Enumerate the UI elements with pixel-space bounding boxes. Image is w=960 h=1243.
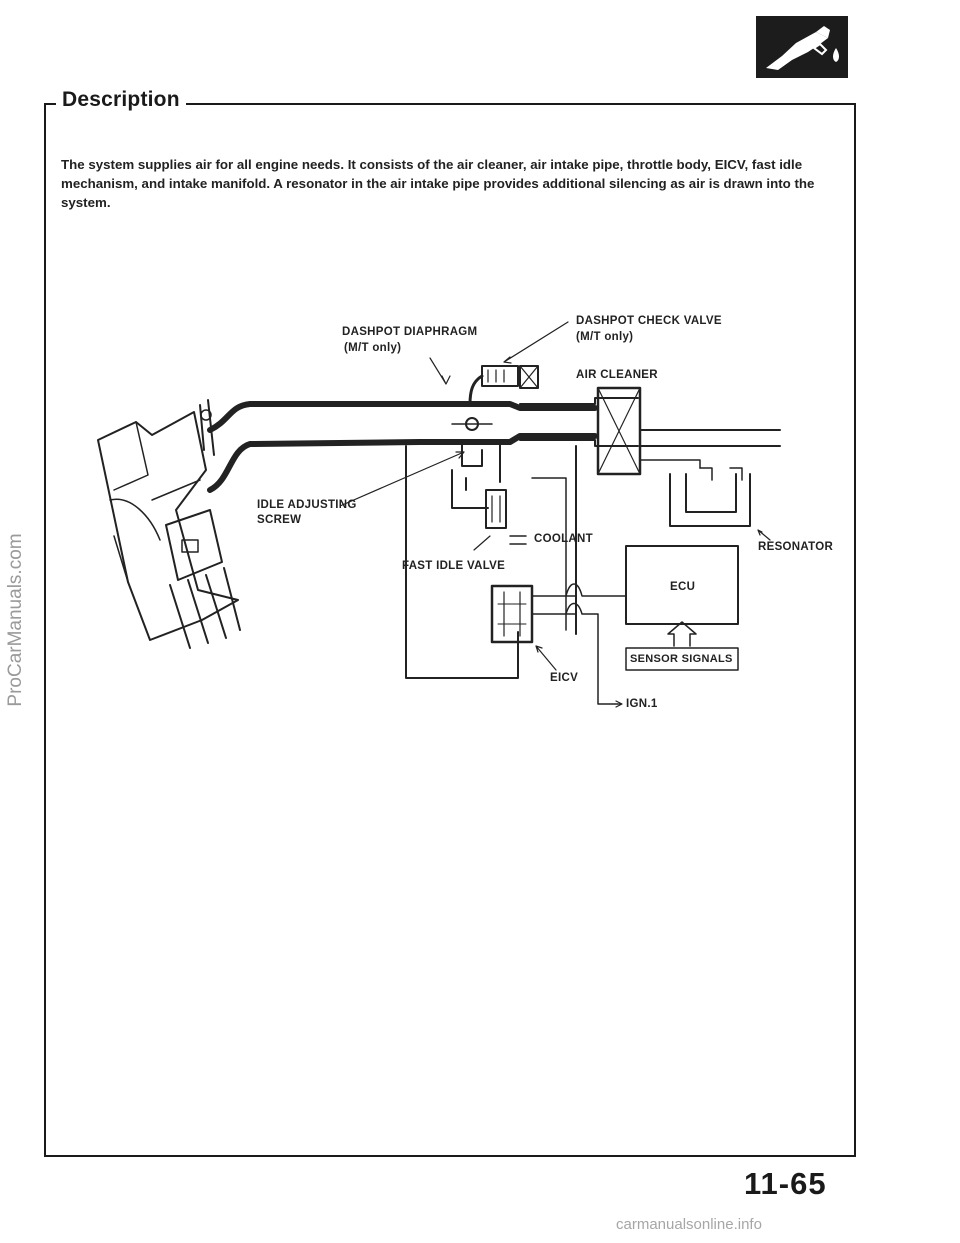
resonator-graphic xyxy=(669,467,751,527)
side-watermark: ProCarManuals.com xyxy=(2,490,30,750)
leader-dashpot-check-valve xyxy=(503,321,569,364)
coolant-line xyxy=(531,477,567,631)
label-air-cleaner: AIR CLEANER xyxy=(576,369,658,381)
label-sensor-signals: SENSOR SIGNALS xyxy=(630,653,733,665)
ecu-box xyxy=(625,545,739,625)
side-watermark-text: ProCarManuals.com xyxy=(5,533,26,707)
label-fast-idle-valve: FAST IDLE VALVE xyxy=(402,560,506,572)
fuel-nozzle-icon xyxy=(766,26,839,70)
air-intake-pipe xyxy=(519,397,639,447)
leader-idle-adjusting-screw xyxy=(339,451,465,507)
bypass-hose-left xyxy=(405,445,519,679)
page-number: 11-65 xyxy=(744,1166,827,1201)
section-frame xyxy=(44,103,856,1157)
label-resonator: RESONATOR xyxy=(758,541,834,553)
label-dashpot-diaphragm: DASHPOT DIAPHRAGM xyxy=(342,326,478,338)
label-ecu: ECU xyxy=(670,581,696,593)
leader-ign xyxy=(615,700,623,708)
label-coolant: COOLANT xyxy=(534,533,593,545)
section-frame-top-rule xyxy=(44,103,854,105)
ecu-arrow xyxy=(667,621,697,647)
air-intake-diagram: DASHPOT DIAPHRAGM (M/T only) DASHPOT CHE… xyxy=(90,300,850,730)
air-intake-schematic xyxy=(97,321,781,708)
leader-eicv xyxy=(535,645,557,671)
label-idle-adjusting-screw-line2: SCREW xyxy=(257,514,302,526)
leader-resonator xyxy=(757,529,771,541)
label-dashpot-check-valve: DASHPOT CHECK VALVE xyxy=(576,315,722,327)
label-eicv: EICV xyxy=(550,672,579,684)
leader-dashpot-diaphragm xyxy=(429,357,451,385)
section-intro: The system supplies air for all engine n… xyxy=(61,157,815,210)
engine-cylinder-graphic xyxy=(97,399,241,649)
label-ign: IGN.1 xyxy=(626,698,658,710)
eicv-graphic xyxy=(490,584,577,644)
label-dashpot-diaphragm-note: (M/T only) xyxy=(344,342,402,354)
section-title: Description xyxy=(56,88,186,112)
footer-url: carmanualsonline.info xyxy=(616,1216,762,1233)
label-dashpot-check-valve-note: (M/T only) xyxy=(576,331,634,343)
label-idle-adjusting-screw-line1: IDLE ADJUSTING xyxy=(257,499,357,511)
ecu-wiring xyxy=(565,583,627,705)
intake-manifold-lower xyxy=(207,433,598,493)
dashpot-graphic xyxy=(468,365,539,406)
air-cleaner-graphic xyxy=(596,386,781,476)
sensor-signals-box xyxy=(625,647,739,671)
intake-manifold xyxy=(207,401,598,433)
fuel-system-icon xyxy=(756,16,848,78)
leader-fast-idle-valve xyxy=(473,535,491,551)
